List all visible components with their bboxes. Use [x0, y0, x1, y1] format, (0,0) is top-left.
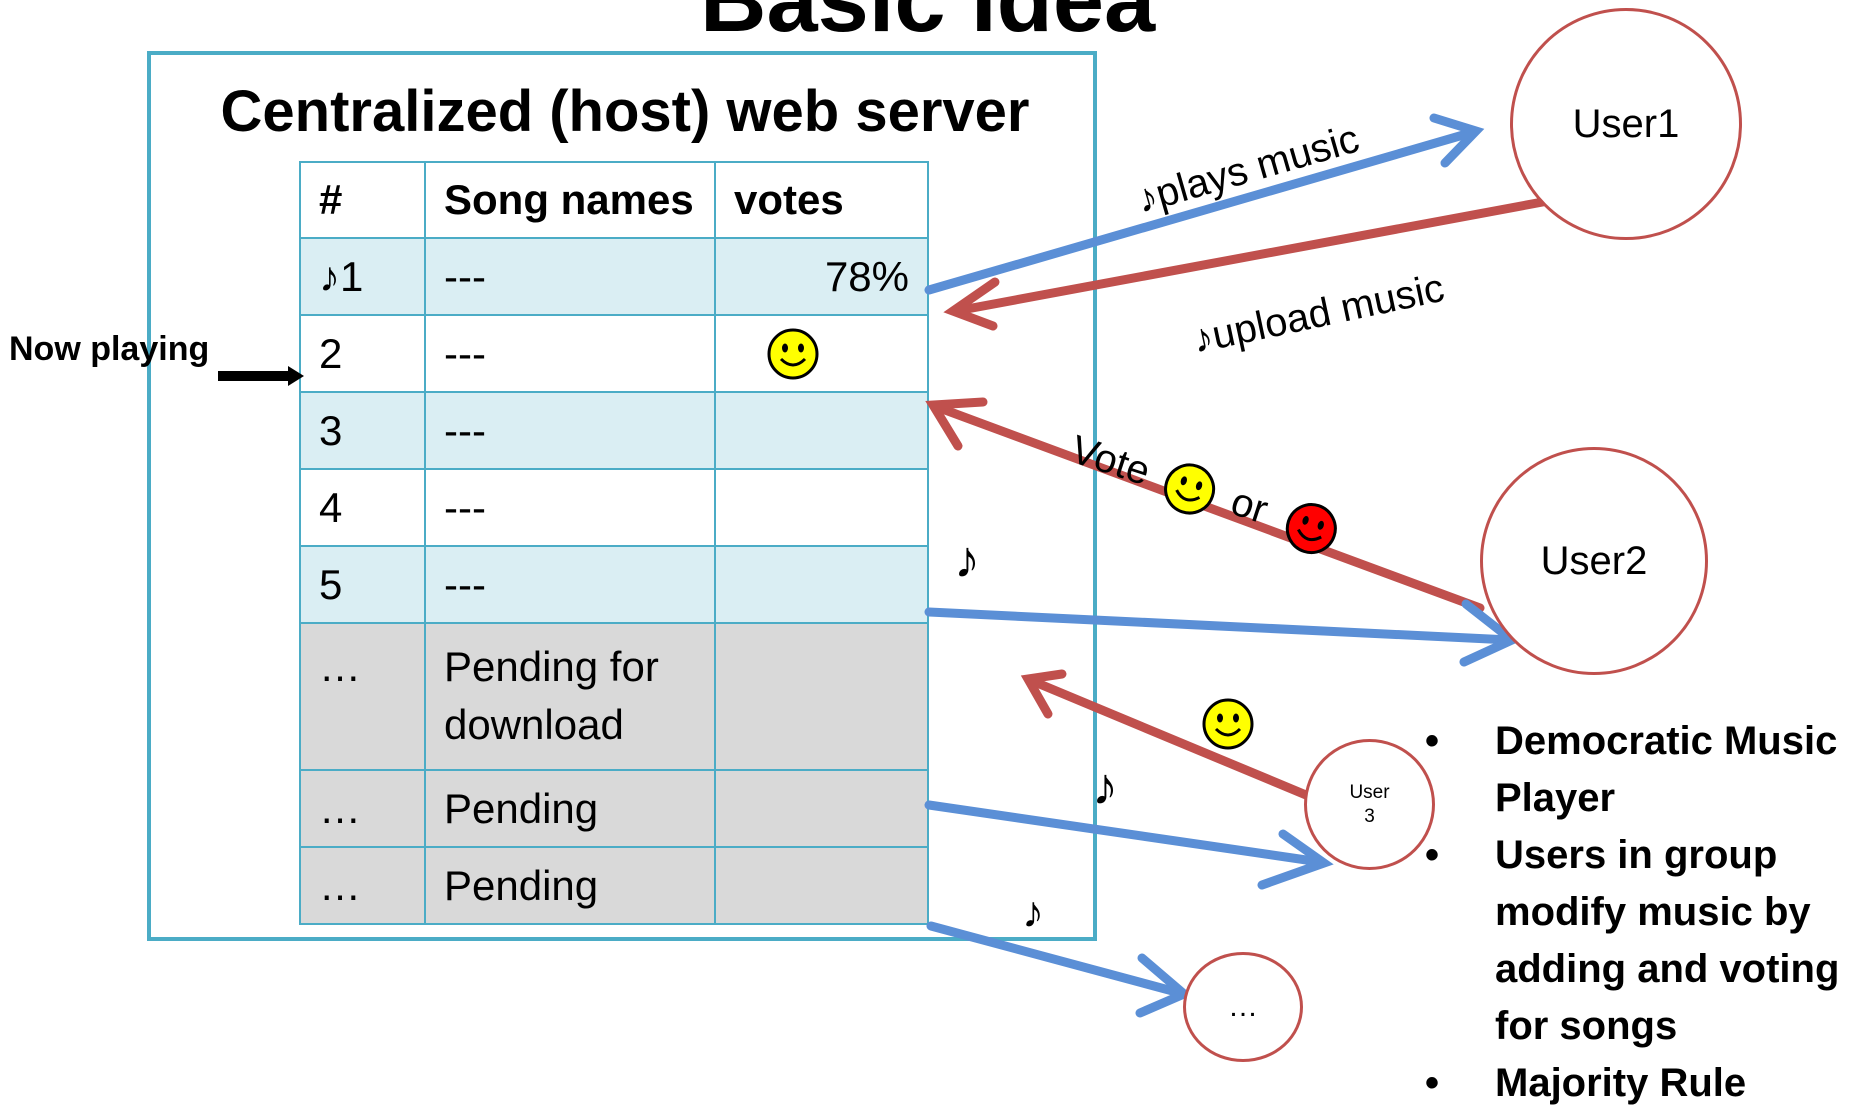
- user1-node[interactable]: User1: [1510, 8, 1742, 240]
- more-users-node[interactable]: …: [1183, 952, 1303, 1062]
- user3-node[interactable]: User 3: [1304, 739, 1435, 870]
- table-row[interactable]: 3 ---: [299, 391, 929, 470]
- col-header-song: Song names: [424, 161, 716, 239]
- vote-label: Vote or: [1063, 425, 1345, 563]
- row-number: ♪1: [299, 237, 426, 316]
- table-row[interactable]: 4 ---: [299, 468, 929, 547]
- user2-label: User2: [1540, 538, 1648, 583]
- server-title: Centralized (host) web server: [220, 79, 1030, 144]
- page-title: Basic Idea: [700, 0, 1156, 51]
- table-header-row: # Song names votes: [299, 161, 929, 239]
- or-text: or: [1225, 479, 1274, 533]
- row-number: …: [299, 622, 426, 771]
- vote-cell: [714, 622, 929, 771]
- red-smiley-icon: [1285, 503, 1337, 555]
- bullet-text: Democratic Music Player: [1495, 719, 1838, 820]
- song-name: ---: [424, 314, 716, 393]
- bullet-item: •Users in group modify music by adding a…: [1425, 833, 1840, 1048]
- row-number: …: [299, 769, 426, 848]
- song-name: Pending: [424, 846, 716, 925]
- bullet-text: Majority Rule: [1495, 1061, 1747, 1105]
- song-name: ---: [424, 545, 716, 624]
- vote-arrow: [925, 397, 1485, 613]
- user1-label: User1: [1572, 101, 1680, 146]
- table-row[interactable]: 5 ---: [299, 545, 929, 624]
- yellow-smiley-icon: [1202, 698, 1254, 750]
- music-note-icon: ♪: [1022, 888, 1044, 937]
- row-number: 4: [299, 468, 426, 547]
- song-name: ---: [424, 468, 716, 547]
- table-row[interactable]: … Pending: [299, 769, 929, 848]
- music-note-icon: ♪: [1092, 758, 1118, 816]
- vote-cell: [714, 545, 929, 624]
- upload-music-arrow: [943, 196, 1553, 331]
- user3-label-line2: 3: [1364, 805, 1375, 827]
- vote-cell: [714, 769, 929, 848]
- song-name: ---: [424, 237, 716, 316]
- table-row[interactable]: 2 ---: [299, 314, 929, 393]
- user2-node[interactable]: User2: [1480, 447, 1708, 675]
- song-name: ---: [424, 391, 716, 470]
- row-number: 5: [299, 545, 426, 624]
- row-number: 2: [299, 314, 426, 393]
- yellow-smiley-icon: [767, 328, 819, 379]
- vote-cell: [714, 314, 929, 393]
- more-users-label: …: [1228, 990, 1258, 1023]
- feature-bullets: •Democratic Music Player •Users in group…: [1425, 713, 1864, 1112]
- music-note-icon: ♪: [954, 531, 980, 589]
- table-row[interactable]: ♪1 --- 78%: [299, 237, 929, 316]
- bullet-item: •Democratic Music Player: [1425, 719, 1838, 820]
- now-playing-arrow: [218, 366, 304, 386]
- bullet-text: Users in group modify music by adding an…: [1495, 833, 1840, 1048]
- vote-cell: [714, 846, 929, 925]
- yellow-smiley-icon: [1164, 463, 1216, 515]
- vote-cell: [714, 468, 929, 547]
- bullet-item: •Majority Rule: [1425, 1061, 1747, 1105]
- music-to-user4-arrow: [926, 921, 1193, 1018]
- row-number: …: [299, 846, 426, 925]
- vote-cell: [714, 391, 929, 470]
- table-row[interactable]: … Pending for download: [299, 622, 929, 771]
- music-to-user2-arrow: [924, 599, 1521, 667]
- col-header-votes: votes: [714, 161, 929, 239]
- user3-vote-arrow: [1020, 669, 1323, 805]
- song-name: Pending: [424, 769, 716, 848]
- server-box: [147, 51, 1097, 941]
- row-number: 3: [299, 391, 426, 470]
- plays-music-arrow: [924, 113, 1485, 295]
- vote-percent: 78%: [714, 237, 929, 316]
- now-playing-label: Now playing: [9, 330, 210, 368]
- song-name: Pending for download: [424, 622, 716, 771]
- music-to-user3-arrow: [924, 800, 1334, 890]
- col-header-number: #: [299, 161, 426, 239]
- song-table: # Song names votes ♪1 --- 78% 2 --- 3: [299, 161, 929, 925]
- table-row[interactable]: … Pending: [299, 846, 929, 925]
- user3-label-line1: User: [1349, 781, 1390, 803]
